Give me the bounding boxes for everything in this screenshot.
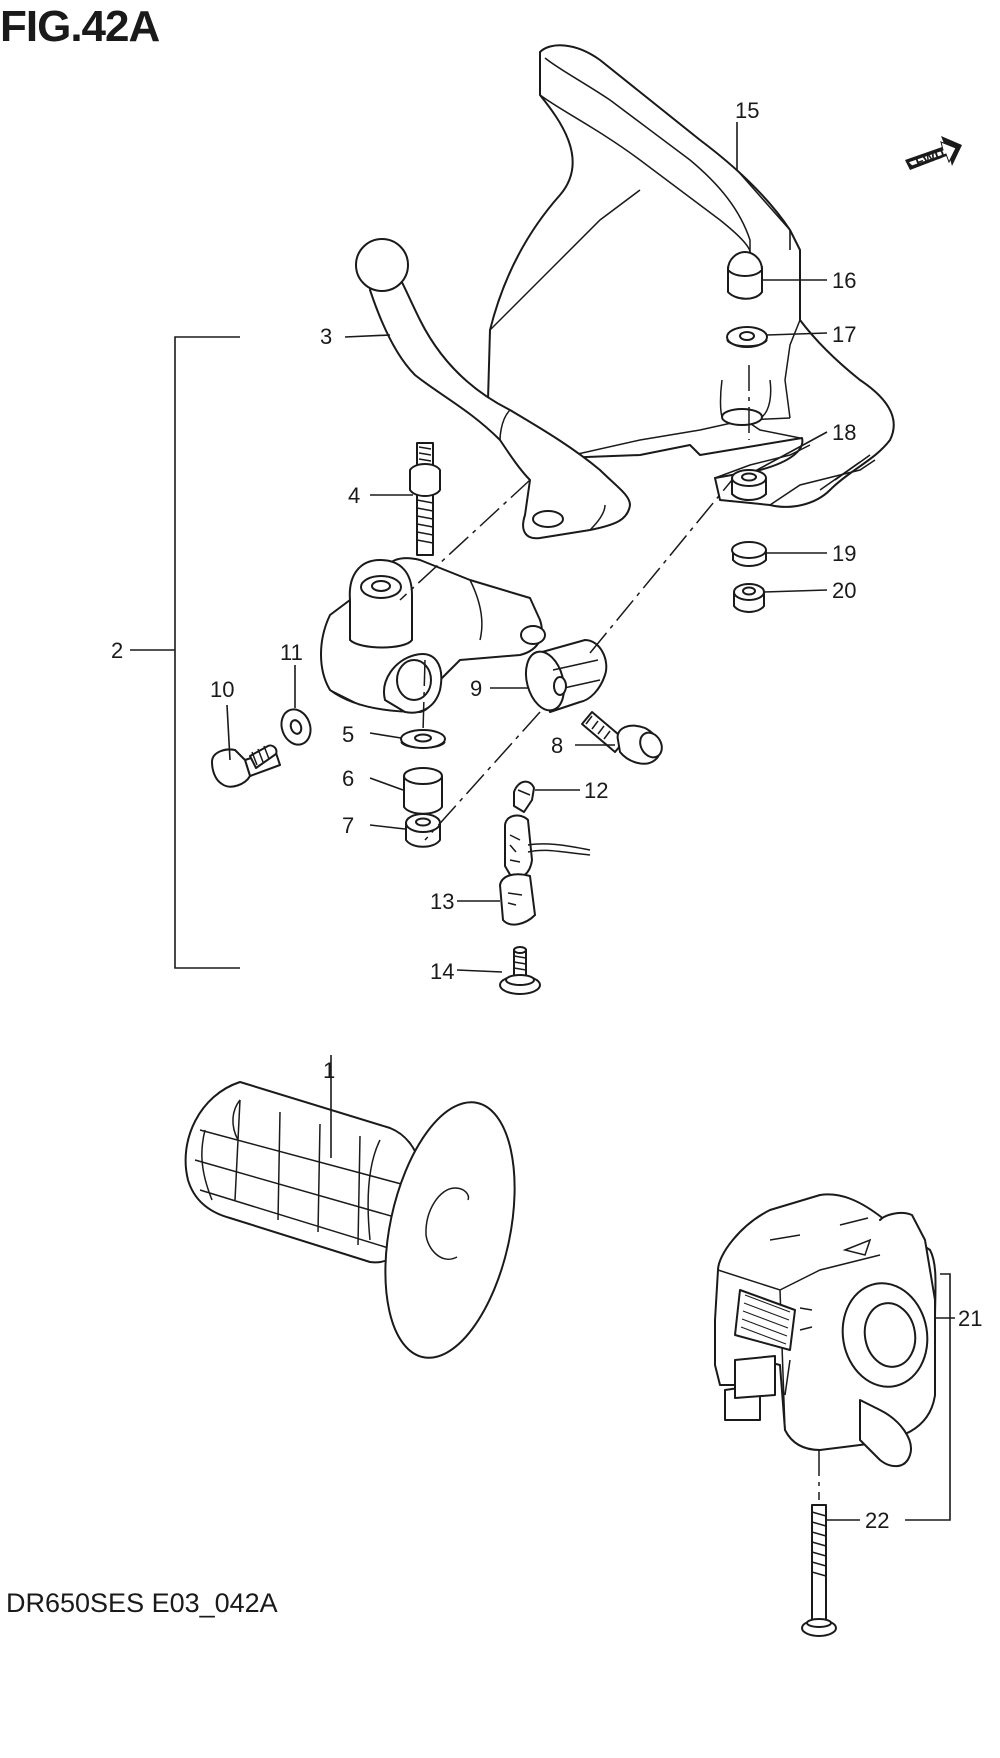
callout-4: 4 bbox=[348, 483, 360, 508]
hand-guard-part-15 bbox=[487, 44, 895, 508]
callout-22: 22 bbox=[865, 1508, 889, 1533]
leader-lines bbox=[130, 122, 955, 1521]
callout-9: 9 bbox=[470, 676, 482, 701]
callout-12: 12 bbox=[584, 778, 608, 803]
lever-part-3 bbox=[355, 238, 631, 540]
alignment-centerlines bbox=[399, 365, 820, 1500]
callout-15: 15 bbox=[735, 98, 759, 123]
nut-part-20 bbox=[733, 583, 765, 613]
callout-19: 19 bbox=[832, 541, 856, 566]
screw-part-14 bbox=[499, 946, 541, 995]
grip-part-1 bbox=[184, 1081, 516, 1359]
callout-labels: 1 2 3 4 5 6 7 8 9 10 11 12 13 14 15 16 1… bbox=[111, 98, 982, 1533]
washer-part-17 bbox=[726, 326, 768, 348]
screw-part-22 bbox=[801, 1504, 837, 1637]
adjuster-bolt-part-4 bbox=[409, 442, 441, 556]
callout-20: 20 bbox=[832, 578, 856, 603]
callout-17: 17 bbox=[832, 322, 856, 347]
washer-part-19 bbox=[731, 541, 767, 567]
switch-housing-part-21 bbox=[714, 1193, 937, 1468]
callout-16: 16 bbox=[832, 268, 856, 293]
group-bracket-part-2 bbox=[174, 336, 240, 969]
callout-21: 21 bbox=[958, 1306, 982, 1331]
callout-13: 13 bbox=[430, 889, 454, 914]
fwd-label: FWD bbox=[913, 145, 946, 169]
callout-5: 5 bbox=[342, 722, 354, 747]
washer-part-11 bbox=[280, 708, 312, 746]
group-bracket-part-21 bbox=[905, 1273, 951, 1521]
adjuster-bolt-part-8 bbox=[581, 711, 663, 765]
clip-part-12 bbox=[513, 780, 535, 813]
washer-part-5 bbox=[400, 729, 446, 749]
lever-holder-part-2 bbox=[320, 557, 546, 714]
callout-14: 14 bbox=[430, 959, 454, 984]
callout-10: 10 bbox=[210, 677, 234, 702]
callout-6: 6 bbox=[342, 766, 354, 791]
switch-part-13 bbox=[499, 814, 591, 926]
callout-3: 3 bbox=[320, 324, 332, 349]
callout-7: 7 bbox=[342, 813, 354, 838]
callout-11: 11 bbox=[280, 640, 303, 665]
nut-part-18 bbox=[731, 469, 767, 501]
figure-title: FIG.42A bbox=[0, 2, 160, 51]
spacer-part-6 bbox=[403, 767, 443, 815]
callout-8: 8 bbox=[551, 733, 563, 758]
pivot-bolt-part-10 bbox=[211, 744, 281, 788]
callout-1: 1 bbox=[323, 1058, 335, 1083]
fwd-arrow-badge: FWD bbox=[905, 136, 962, 170]
cap-nut-part-16 bbox=[727, 251, 763, 300]
nut-part-7 bbox=[405, 813, 441, 848]
callout-18: 18 bbox=[832, 420, 856, 445]
rubber-boot-part-9 bbox=[524, 639, 608, 713]
diagram-code: DR650SES E03_042A bbox=[6, 1588, 278, 1618]
callout-2: 2 bbox=[111, 638, 123, 663]
